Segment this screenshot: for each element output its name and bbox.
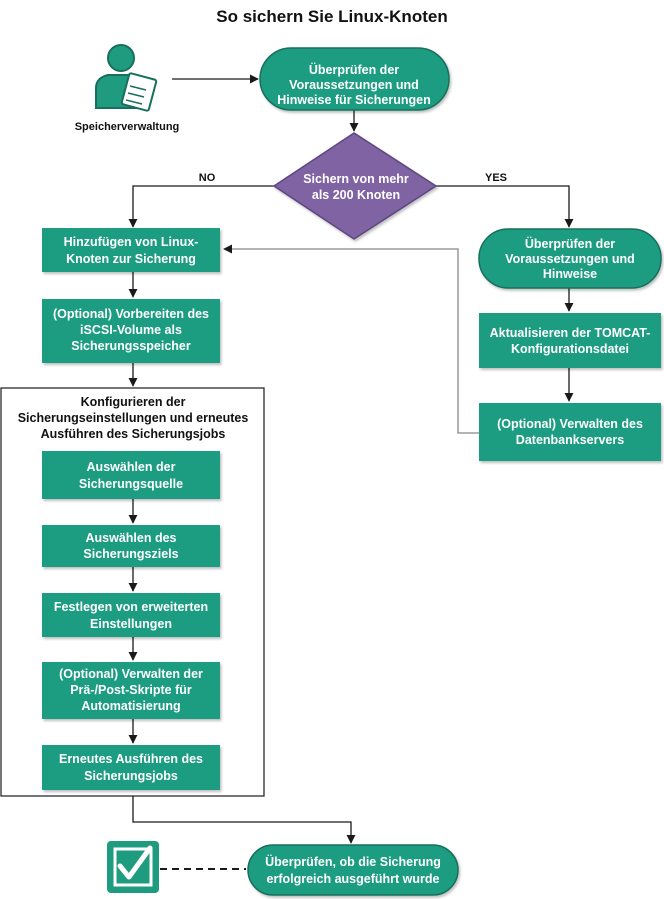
step-advanced: Festlegen von erweiterten Einstellungen [42, 593, 220, 637]
no-label: NO [199, 172, 216, 184]
review-line-1: Überprüfen der [525, 236, 615, 251]
add-nodes-step: Hinzufügen von Linux- Knoten zur Sicheru… [42, 228, 220, 272]
review-line-3: Hinweise [543, 267, 597, 281]
manage-db-line-1: (Optional) Verwalten des [497, 417, 643, 431]
step-rerun-line-2: Sicherungsjobs [84, 769, 178, 783]
step-source-line-1: Auswählen der [87, 460, 176, 474]
user-clipboard-icon [88, 41, 168, 112]
page-title: So sichern Sie Linux-Knoten [216, 7, 447, 26]
yes-label: YES [485, 172, 507, 184]
decision-node: Sichern von mehr als 200 Knoten [272, 132, 438, 240]
step-scripts-line-1: (Optional) Verwalten der [59, 667, 203, 681]
update-tomcat-line-2: Konfigurationsdatei [511, 342, 629, 356]
prepare-iscsi-line-2: iSCSI-Volume als [80, 323, 182, 337]
add-nodes-line-1: Hinzufügen von Linux- [64, 235, 199, 249]
configure-group: Konfigurieren der Sicherungseinstellunge… [0, 387, 265, 797]
decision-line-1: Sichern von mehr [303, 172, 409, 186]
prepare-iscsi-line-3: Sicherungsspeicher [71, 339, 191, 353]
review-node: Überprüfen der Voraussetzungen und Hinwe… [478, 228, 662, 289]
start-node: Überprüfen der Voraussetzungen und Hinwe… [259, 47, 450, 111]
step-scripts-line-2: Prä-/Post-Skripte für [70, 683, 192, 697]
step-target: Auswählen des Sicherungsziels [42, 525, 220, 567]
step-advanced-line-1: Festlegen von erweiterten [54, 600, 208, 614]
start-line-3: Hinweise für Sicherungen [277, 93, 431, 107]
group-title-line-2: Sicherungseinstellungen und erneutes [18, 411, 249, 425]
step-source-line-2: Sicherungsquelle [79, 477, 183, 491]
group-title-line-3: Ausführen des Sicherungsjobs [41, 427, 226, 441]
feedback-connector [223, 244, 479, 434]
start-line-2: Voraussetzungen und [289, 78, 419, 92]
step-scripts: (Optional) Verwalten der Prä-/Post-Skrip… [42, 662, 220, 719]
step-advanced-line-2: Einstellungen [90, 617, 172, 631]
manage-db-line-2: Datenbankservers [516, 433, 624, 447]
prepare-iscsi-line-1: (Optional) Vorbereiten des [53, 307, 209, 321]
step-source: Auswählen der Sicherungsquelle [42, 451, 220, 499]
update-tomcat-step: Aktualisieren der TOMCAT- Konfigurations… [479, 313, 661, 368]
role-label: Speicherverwaltung [75, 121, 180, 133]
group-title-line-1: Konfigurieren der [81, 395, 186, 409]
verify-line-1: Überprüfen, ob die Sicherung [265, 854, 441, 869]
review-line-2: Voraussetzungen und [505, 252, 635, 266]
step-rerun: Erneutes Ausführen des Sicherungsjobs [42, 745, 220, 790]
step-scripts-line-3: Automatisierung [81, 699, 180, 713]
add-nodes-line-2: Knoten zur Sicherung [66, 252, 196, 266]
decision-line-2: als 200 Knoten [312, 188, 400, 202]
checkbox-icon [107, 841, 159, 893]
manage-db-step: (Optional) Verwalten des Datenbankserver… [479, 403, 661, 461]
update-tomcat-line-1: Aktualisieren der TOMCAT- [490, 326, 651, 340]
prepare-iscsi-step: (Optional) Vorbereiten des iSCSI-Volume … [42, 299, 220, 363]
start-line-1: Überprüfen der [309, 62, 399, 77]
step-rerun-line-1: Erneutes Ausführen des [59, 752, 203, 766]
verify-line-2: erfolgreich ausgeführt wurde [267, 872, 440, 886]
step-target-line-2: Sicherungsziels [83, 547, 178, 561]
verify-node: Überprüfen, ob die Sicherung erfolgreich… [247, 844, 459, 896]
connectors [128, 74, 574, 870]
step-target-line-1: Auswählen des [86, 531, 177, 545]
